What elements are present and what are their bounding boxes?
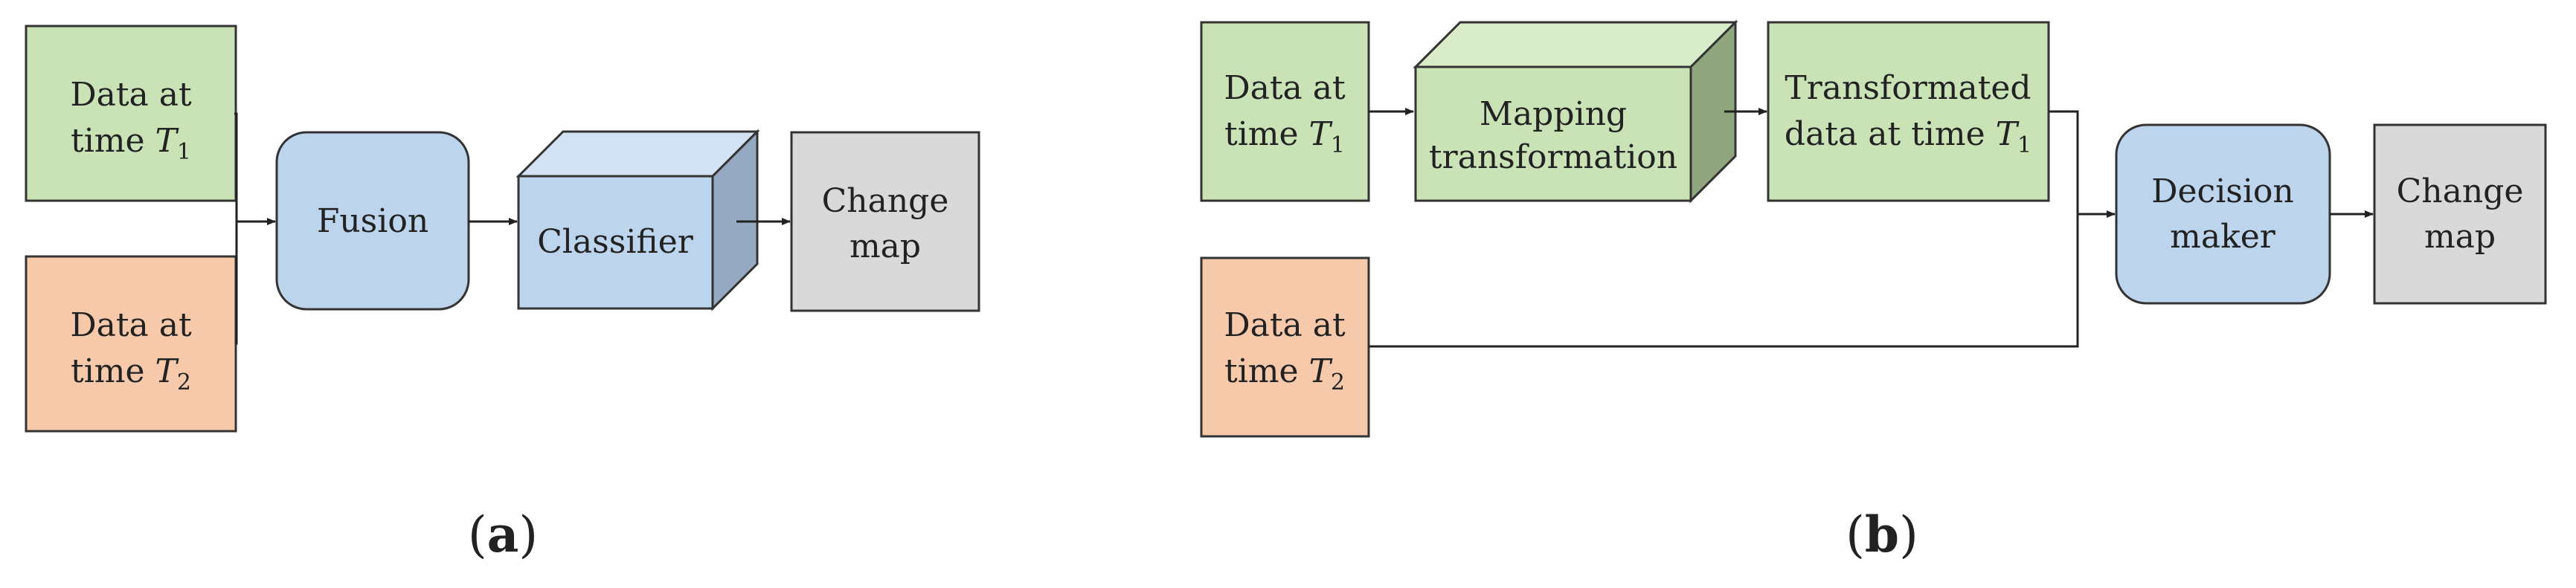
change-map-a-box: Change map [790,131,980,312]
data-t2-b-line1: Data at [1224,306,1346,344]
transformed-line1: Transformated [1785,69,2031,107]
caption-b: (b) [1846,505,1918,563]
mapping-transformation-box: Mapping transformation [1413,19,1738,204]
classifier-label: Classifier [537,223,694,261]
mapping-line1: Mapping [1480,95,1627,133]
data-t2-line1: Data at [70,306,192,344]
change-map-b-box: Change map [2373,123,2547,305]
mapping-line2: transformation [1429,138,1677,176]
merge-bracket [235,112,238,345]
data-t1-b-line1: Data at [1224,69,1346,107]
change-map-b-line2: map [2424,218,2496,256]
data-t1-line1: Data at [70,76,192,114]
change-map-a-line2: map [849,227,921,265]
decision-maker-box: Decision maker [2115,123,2331,305]
caption-a: (a) [468,505,538,563]
change-map-a-line1: Change [822,182,949,220]
classifier-box: Classifier [515,129,760,311]
decision-line1: Decision [2151,172,2294,210]
merge-bracket-b [1369,110,2079,348]
fusion-box: Fusion [275,131,470,311]
change-map-b-line1: Change [2397,172,2524,210]
decision-line2: maker [2170,218,2276,256]
fusion-label: Fusion [317,202,428,240]
